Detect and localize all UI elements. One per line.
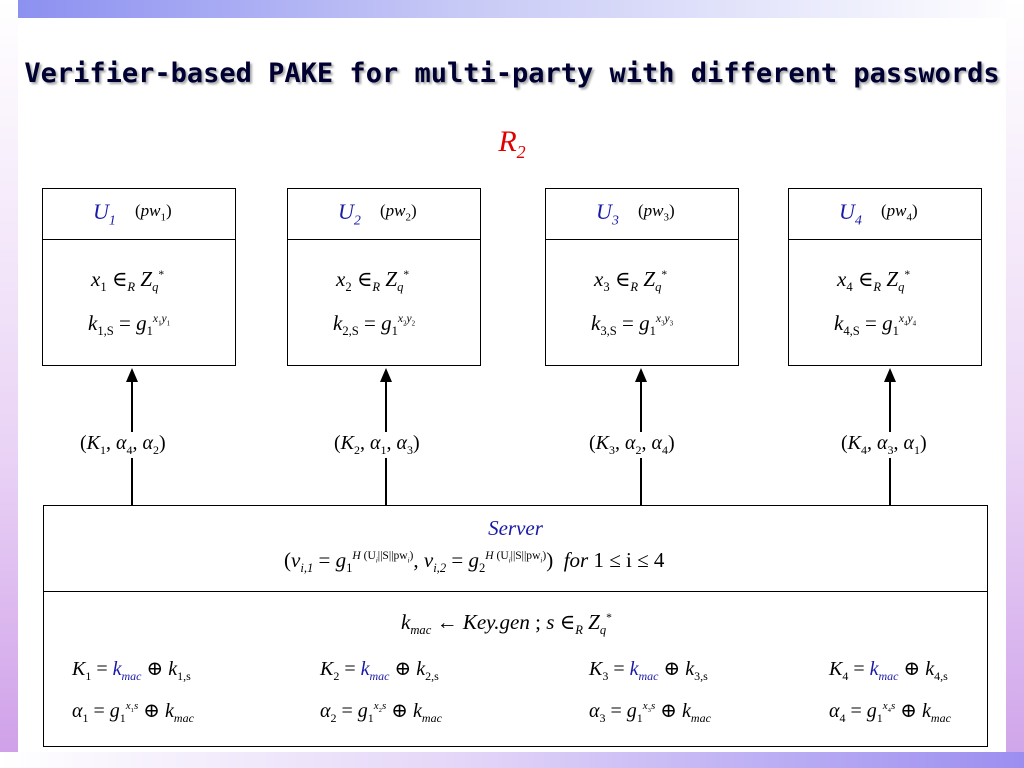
- alpha-equation: α2 = g1x2s ⊕ kmac: [320, 700, 442, 725]
- alpha-equation: α4 = g1x4s ⊕ kmac: [829, 700, 951, 725]
- arrow-head: [380, 368, 392, 382]
- user-box-3: U3 (pw3) x3 ∈R Zq* k3,S = g1x3y3: [545, 188, 739, 366]
- user-random-exponent: x3 ∈R Zq*: [594, 267, 668, 295]
- user-header: U1 (pw1): [43, 189, 235, 240]
- user-box-2: U2 (pw2) x2 ∈R Zq* k2,S = g1x2y2: [287, 188, 481, 366]
- user-password: (pw1): [135, 201, 172, 224]
- user-random-exponent: x2 ∈R Zq*: [336, 267, 410, 295]
- user-header: U2 (pw2): [288, 189, 480, 240]
- message-label: (K4, α3, α1): [835, 432, 933, 458]
- server-box: Server (vi,1 = g1H (Ui||S||pwi), vi,2 = …: [43, 505, 988, 747]
- key-equation: K1 = kmac ⊕ k1,s: [72, 658, 191, 683]
- user-password: (pw3): [638, 201, 675, 224]
- right-gradient-bar: [1006, 0, 1024, 768]
- server-divider: [44, 591, 987, 592]
- server-label: Server: [488, 516, 543, 540]
- slide-title: Verifier-based PAKE for multi-party with…: [24, 58, 1000, 89]
- key-equation: K2 = kmac ⊕ k2,s: [320, 658, 439, 683]
- user-random-exponent: x1 ∈R Zq*: [91, 267, 165, 295]
- user-session-key: k2,S = g1x2y2: [333, 311, 416, 339]
- user-session-key: k4,S = g1x4y4: [834, 311, 917, 339]
- top-gradient-bar: [0, 0, 1024, 18]
- round-label: R2: [498, 125, 526, 162]
- user-password: (pw2): [380, 201, 417, 224]
- arrow-head: [126, 368, 138, 382]
- user-name: U4: [839, 199, 862, 229]
- user-name: U2: [338, 199, 361, 229]
- user-header: U3 (pw3): [546, 189, 738, 240]
- left-gradient-bar: [0, 0, 18, 768]
- user-password: (pw4): [881, 201, 918, 224]
- arrow-head: [884, 368, 896, 382]
- user-box-4: U4 (pw4) x4 ∈R Zq* k4,S = g1x4y4: [788, 188, 982, 366]
- alpha-equation: α3 = g1x3s ⊕ kmac: [589, 700, 711, 725]
- user-session-key: k3,S = g1x3y3: [591, 311, 674, 339]
- message-label: (K2, α1, α3): [328, 432, 426, 458]
- user-name: U3: [596, 199, 619, 229]
- user-random-exponent: x4 ∈R Zq*: [837, 267, 911, 295]
- bottom-gradient-bar: [0, 752, 1024, 768]
- key-equation: K3 = kmac ⊕ k3,s: [589, 658, 708, 683]
- key-equation: K4 = kmac ⊕ k4,s: [829, 658, 948, 683]
- keygen-formula: kmac ← Key.gen ; s ∈R Zq*: [401, 610, 612, 638]
- verifier-formula: (vi,1 = g1H (Ui||S||pwi), vi,2 = g2H (Ui…: [284, 548, 665, 576]
- user-header: U4 (pw4): [789, 189, 981, 240]
- user-box-1: U1 (pw1) x1 ∈R Zq* k1,S = g1x1y1: [42, 188, 236, 366]
- arrow-head: [635, 368, 647, 382]
- message-label: (K3, α2, α4): [583, 432, 681, 458]
- alpha-equation: α1 = g1x1s ⊕ kmac: [72, 700, 194, 725]
- message-label: (K1, α4, α2): [74, 432, 172, 458]
- user-session-key: k1,S = g1x1y1: [88, 311, 171, 339]
- user-name: U1: [93, 199, 116, 229]
